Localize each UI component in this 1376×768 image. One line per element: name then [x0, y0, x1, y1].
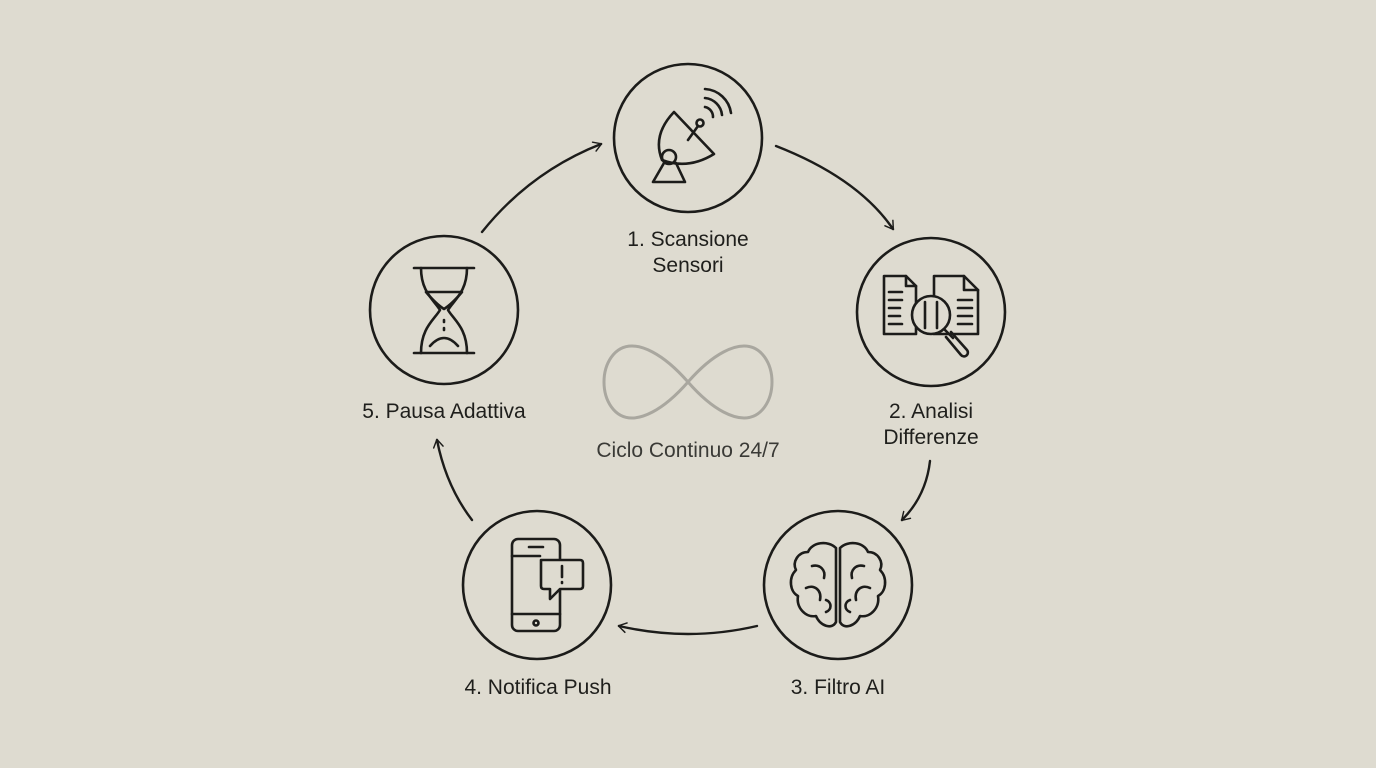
- center-label: Ciclo Continuo 24/7: [596, 439, 780, 462]
- brain-icon: [789, 541, 887, 628]
- step-2-subtitle: Differenze: [883, 426, 979, 449]
- step-1-subtitle: Sensori: [652, 254, 724, 277]
- step-5-label: 5. Pausa Adattiva: [362, 399, 525, 425]
- step-2-circle: [855, 236, 1007, 388]
- arrow-step3-to-step4: [617, 622, 759, 636]
- arrow-step4-to-step5: [432, 438, 474, 522]
- step-4-circle: [461, 509, 613, 661]
- satellite-dish-icon: [651, 87, 733, 184]
- step-5-node: [368, 234, 520, 386]
- step-3-label: 3. Filtro AI: [791, 675, 886, 701]
- step-3-title: 3. Filtro AI: [790, 676, 886, 699]
- arrow-step2-to-step3: [900, 459, 932, 522]
- smartphone-alert-icon: [510, 537, 585, 633]
- step-1-node: [612, 62, 764, 214]
- step-1-label: 1. Scansione Sensori: [627, 227, 748, 279]
- step-3-circle: [762, 509, 914, 661]
- step-4-label: 4. Notifica Push: [464, 675, 611, 701]
- infinity-icon: [602, 344, 774, 420]
- arrow-step1-to-step2: [774, 144, 895, 231]
- step-1-circle: [612, 62, 764, 214]
- step-4-title: 4. Notifica Push: [464, 676, 612, 699]
- step-2-node: [855, 236, 1007, 388]
- step-2-label: 2. Analisi Differenze: [883, 399, 978, 451]
- step-5-circle: [368, 234, 520, 386]
- step-3-node: [762, 509, 914, 661]
- hourglass-icon: [412, 266, 476, 355]
- step-5-title: 5. Pausa Adattiva: [362, 400, 526, 423]
- arrow-step5-to-step1: [480, 141, 603, 234]
- document-compare-magnifier-icon: [882, 274, 980, 358]
- step-1-title: 1. Scansione: [627, 228, 749, 251]
- step-4-node: [461, 509, 613, 661]
- step-2-title: 2. Analisi: [888, 400, 974, 423]
